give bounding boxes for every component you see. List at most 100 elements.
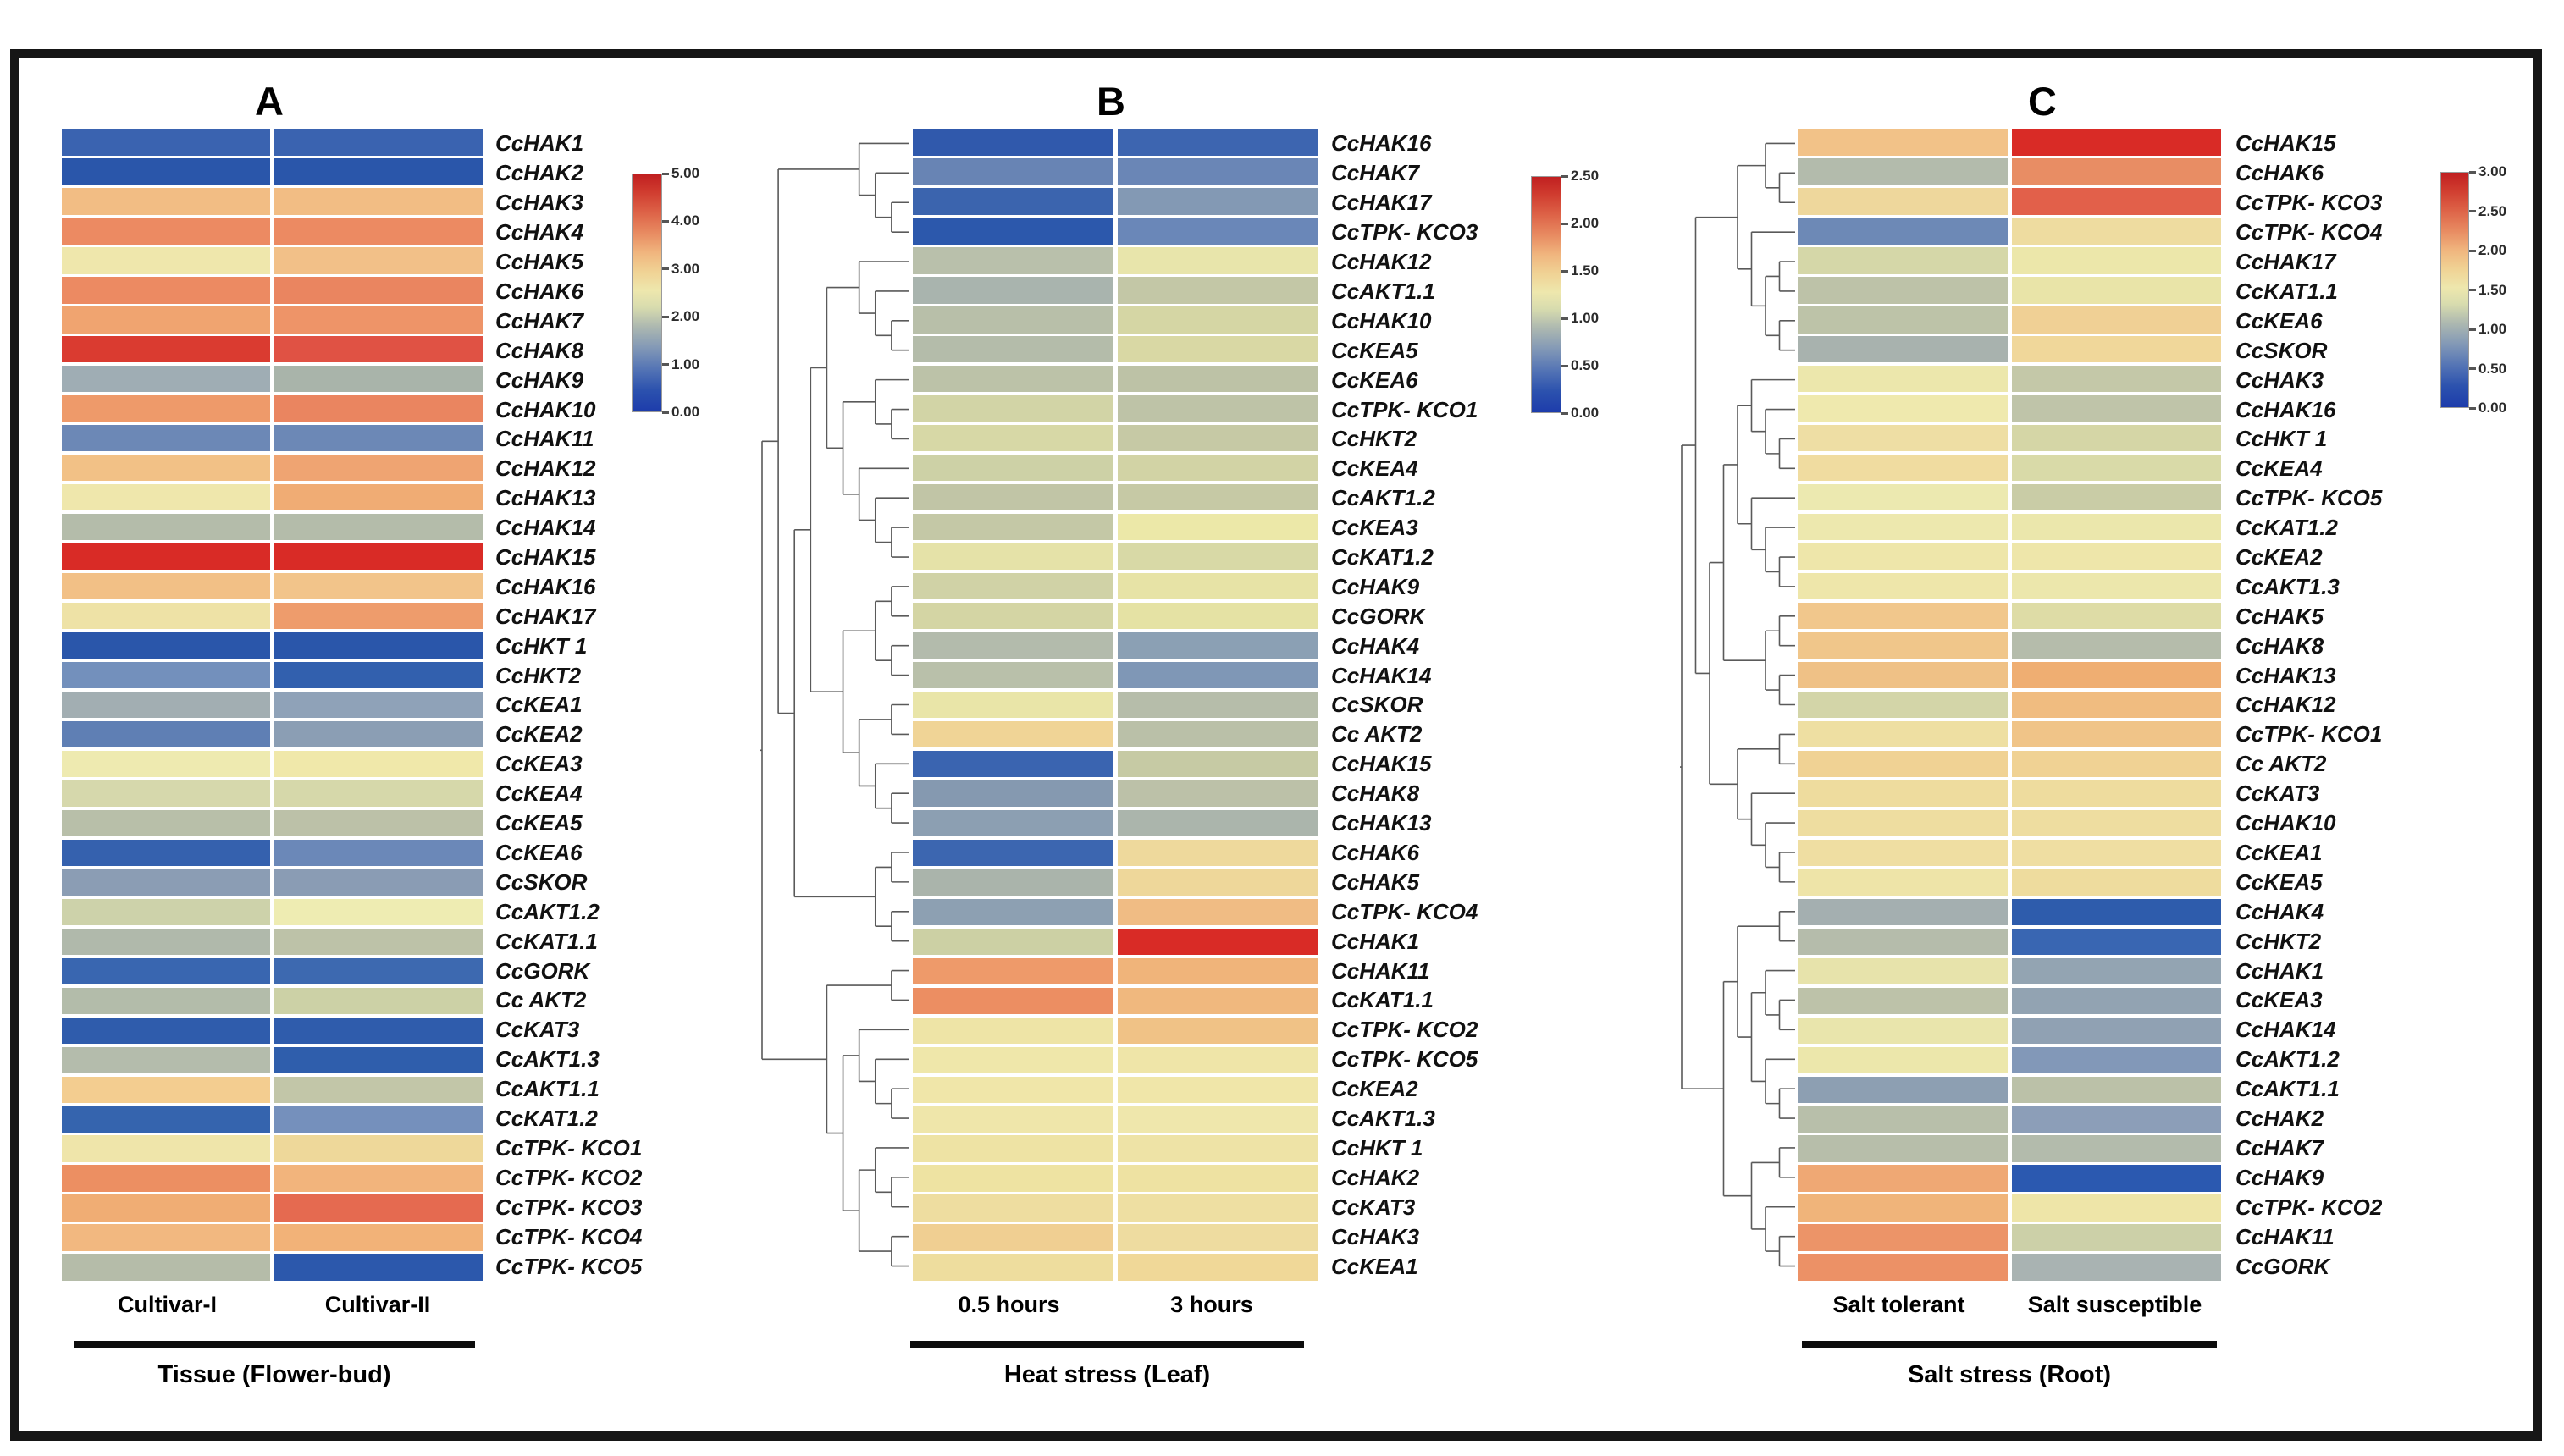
heatmap-cell	[913, 513, 1113, 541]
gene-label: CcTPK- KCO4	[495, 1223, 643, 1249]
heatmap-cell	[62, 1254, 270, 1281]
gene-label: CcKEA2	[495, 721, 583, 747]
heatmap-cell	[1798, 661, 2008, 689]
heatmap-cell	[1798, 602, 2008, 630]
heatmap-cell	[913, 631, 1113, 659]
panel-a-title: A	[255, 79, 284, 124]
heatmap-cell	[62, 454, 270, 482]
heatmap-cell	[913, 306, 1113, 334]
gene-label: CcAKT1.2	[2235, 1046, 2340, 1073]
heatmap-cell	[913, 957, 1113, 985]
heatmap-cell	[1118, 1224, 1318, 1252]
axis-title-b: Heat stress (Leaf)	[1003, 1360, 1211, 1388]
heatmap-cell	[274, 691, 483, 719]
heatmap-cell	[274, 661, 483, 689]
axis-title-a: Tissue (Flower-bud)	[157, 1360, 391, 1388]
heatmap-cell	[913, 1165, 1113, 1193]
heatmap-cell	[1798, 483, 2008, 511]
heatmap-cell	[2011, 720, 2221, 748]
heatmap-cell	[1798, 987, 2008, 1015]
gene-label: CcHAK16	[1331, 130, 1432, 157]
heatmap-cell	[913, 1017, 1113, 1045]
heatmap-cell	[1798, 187, 2008, 215]
colorbar-tick-label: 2.00	[1561, 215, 1599, 232]
heatmap-cell	[274, 1224, 483, 1252]
heatmap-cell	[62, 602, 270, 630]
gene-label: CcHAK8	[495, 337, 584, 363]
heatmap-cell	[62, 1224, 270, 1252]
column-header-cultivar-1: Cultivar-I	[117, 1292, 218, 1317]
gene-label: CcTPK- KCO4	[2235, 219, 2383, 245]
gene-label: CcKEA6	[1331, 367, 1418, 393]
colorbar-tick-label: 1.00	[2469, 321, 2506, 338]
heatmap-cell	[2011, 602, 2221, 630]
gene-label: CcAKT1.2	[1331, 485, 1435, 511]
heatmap-cell	[1118, 424, 1318, 452]
heatmap-cell	[2011, 661, 2221, 689]
heatmap-cell	[1798, 750, 2008, 778]
heatmap-cell	[1118, 602, 1318, 630]
gene-label: CcHAK4	[495, 219, 584, 245]
gene-label: CcHAK15	[1331, 751, 1432, 777]
colorbar-tick-label: 0.00	[2469, 400, 2506, 416]
heatmap-cell	[1798, 276, 2008, 304]
heatmap-cell	[274, 365, 483, 393]
gene-label: CcTPK- KCO2	[2235, 1194, 2383, 1220]
gene-label: CcHAK2	[495, 160, 584, 186]
heatmap-cell	[2011, 869, 2221, 896]
heatmap-cell	[62, 661, 270, 689]
gene-label: CcHAK10	[2235, 810, 2336, 836]
heatmap-cell	[1118, 187, 1318, 215]
colorbar-tick-label: 0.00	[662, 404, 699, 421]
colorbar-tick-label: 4.00	[662, 212, 699, 229]
heatmap-cell	[274, 780, 483, 808]
heatmap-cell	[1118, 928, 1318, 956]
heatmap-cell	[62, 869, 270, 896]
gene-label: CcHAK12	[2235, 692, 2336, 718]
heatmap-cell	[1798, 1046, 2008, 1074]
heatmap-cell	[1798, 928, 2008, 956]
gene-label: CcSKOR	[2235, 337, 2328, 363]
heatmap-cell	[913, 1106, 1113, 1133]
heatmap-cell	[1118, 306, 1318, 334]
gene-label: CcKAT1.1	[1331, 987, 1434, 1013]
colorbar-tick-label: 3.00	[662, 261, 699, 278]
colorbar-tick-label: 1.50	[1561, 262, 1599, 279]
heatmap-cell	[62, 1046, 270, 1074]
gene-label: CcHAK8	[1331, 780, 1420, 807]
column-header-3-hours: 3 hours	[1170, 1292, 1253, 1317]
colorbar-a-gradient	[632, 174, 662, 412]
heatmap-cell	[62, 276, 270, 304]
colorbar-tick-label: 2.00	[2469, 242, 2506, 259]
gene-label: CcHAK3	[2235, 367, 2324, 393]
heatmap-cell	[1798, 424, 2008, 452]
heatmap-cell	[2011, 987, 2221, 1015]
gene-label: CcHAK10	[495, 396, 596, 422]
heatmap-cell	[62, 1194, 270, 1222]
heatmap-cell	[1798, 957, 2008, 985]
heatmap-cell	[913, 928, 1113, 956]
gene-label: CcGORK	[2235, 1253, 2330, 1279]
gene-label: CcHAK2	[2235, 1106, 2324, 1132]
heatmap-cell	[1798, 869, 2008, 896]
heatmap-cell	[2011, 1165, 2221, 1193]
heatmap-cell	[274, 394, 483, 422]
gene-label: CcHAK12	[1331, 249, 1432, 275]
heatmap-cell	[62, 217, 270, 245]
heatmap-cell	[62, 691, 270, 719]
axis-underline-a	[74, 1341, 475, 1348]
colorbar-c-gradient	[2440, 172, 2469, 408]
heatmap-a-grid	[62, 129, 483, 1281]
heatmap-cell	[913, 661, 1113, 689]
gene-label: CcGORK	[495, 957, 590, 984]
heatmap-cell	[1118, 631, 1318, 659]
heatmap-cell	[1118, 957, 1318, 985]
heatmap-cell	[913, 1194, 1113, 1222]
heatmap-cell	[62, 394, 270, 422]
heatmap-cell	[1798, 1165, 2008, 1193]
heatmap-cell	[2011, 1224, 2221, 1252]
heatmap-cell	[1118, 365, 1318, 393]
